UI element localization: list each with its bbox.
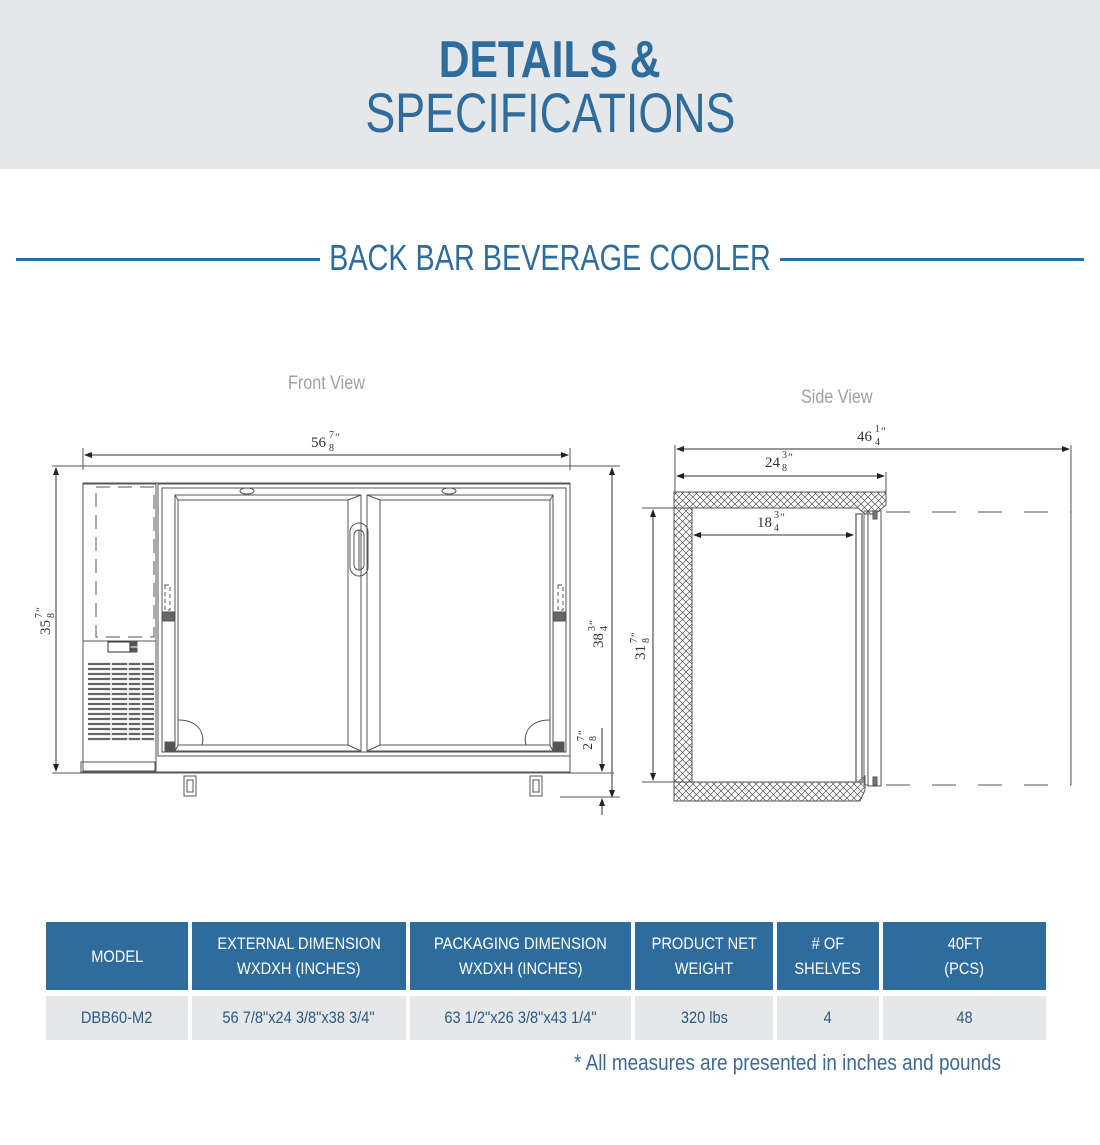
svg-text:18: 18 xyxy=(757,515,772,531)
cell-model: DBB60-M2 xyxy=(46,996,188,1040)
side-depth-dimension: 24 3 8 ″ xyxy=(765,450,793,474)
svg-text:4: 4 xyxy=(774,523,779,534)
svg-text:35: 35 xyxy=(38,620,54,635)
divider-left xyxy=(16,258,320,261)
svg-text:8: 8 xyxy=(329,443,334,454)
column-header-model: MODEL xyxy=(46,922,188,990)
cell-shelves: 4 xyxy=(776,996,879,1040)
front-view-drawing xyxy=(52,448,620,815)
front-overall-height-dimension: 38 3 4 ″ xyxy=(586,620,610,648)
svg-text:″: ″ xyxy=(586,620,600,625)
cell-net-weight: 320 lbs xyxy=(635,996,773,1040)
svg-text:″: ″ xyxy=(788,450,793,464)
cell-40ft-pcs: 48 xyxy=(882,996,1046,1040)
svg-text:″: ″ xyxy=(33,607,47,612)
footnote: * All measures are presented in inches a… xyxy=(574,1050,1002,1075)
column-header-40ft-pcs: 40FT(PCS) xyxy=(882,922,1046,990)
svg-text:7: 7 xyxy=(34,613,45,618)
front-cabinet-height-dimension: 35 7 8 ″ xyxy=(33,607,57,635)
side-view-label: Side View xyxy=(801,387,873,408)
side-interior-height-dimension: 31 7 8 ″ xyxy=(628,632,652,660)
table-row: DBB60-M2 56 7/8"x24 3/8"x38 3/4" 63 1/2"… xyxy=(46,996,1046,1040)
side-view-drawing xyxy=(642,445,1072,802)
technical-drawing: 56 7 8 ″ 35 7 8 ″ 38 3 4 ″ 2 7 8 ″ xyxy=(33,424,1072,815)
side-open-depth-dimension: 46 1 4 ″ xyxy=(857,424,886,448)
svg-text:8: 8 xyxy=(641,638,652,643)
svg-text:2: 2 xyxy=(581,743,596,750)
svg-text:8: 8 xyxy=(46,613,57,618)
svg-text:1: 1 xyxy=(875,424,880,435)
cell-external-dimension: 56 7/8"x24 3/8"x38 3/4" xyxy=(191,996,406,1040)
svg-text:7: 7 xyxy=(629,638,640,643)
svg-text:″: ″ xyxy=(881,424,886,438)
svg-text:4: 4 xyxy=(875,437,880,448)
section-heading-block: BACK BAR BEVERAGE COOLER xyxy=(16,236,1084,280)
svg-text:31: 31 xyxy=(633,645,649,660)
svg-text:7: 7 xyxy=(576,736,587,741)
front-width-dimension: 56 7 8 ″ xyxy=(311,430,340,454)
svg-text:″: ″ xyxy=(628,632,642,637)
svg-text:3: 3 xyxy=(587,626,598,631)
section-heading: BACK BAR BEVERAGE COOLER xyxy=(329,237,771,278)
page-title-line1: DETAILS & xyxy=(438,31,661,89)
svg-text:3: 3 xyxy=(782,450,787,461)
svg-text:24: 24 xyxy=(765,455,781,471)
svg-text:3: 3 xyxy=(774,510,779,521)
front-view-label: Front View xyxy=(288,373,365,394)
cell-packaging-dimension: 63 1/2"x26 3/8"x43 1/4" xyxy=(409,996,632,1040)
svg-text:38: 38 xyxy=(591,633,607,648)
svg-text:7: 7 xyxy=(329,430,334,441)
side-interior-depth-dimension: 18 3 4 ″ xyxy=(757,510,785,534)
svg-text:″: ″ xyxy=(575,730,589,735)
divider-right xyxy=(780,258,1084,261)
svg-text:46: 46 xyxy=(857,429,873,445)
svg-text:8: 8 xyxy=(588,736,599,741)
svg-text:56: 56 xyxy=(311,435,327,451)
front-caster-height-dimension: 2 7 8 ″ xyxy=(575,730,599,750)
header-band: DETAILS & SPECIFICATIONS xyxy=(0,0,1100,169)
svg-text:8: 8 xyxy=(782,463,787,474)
page-title-line2: SPECIFICATIONS xyxy=(365,81,736,144)
svg-text:″: ″ xyxy=(780,510,785,524)
svg-text:4: 4 xyxy=(599,626,610,631)
svg-text:″: ″ xyxy=(335,430,340,444)
